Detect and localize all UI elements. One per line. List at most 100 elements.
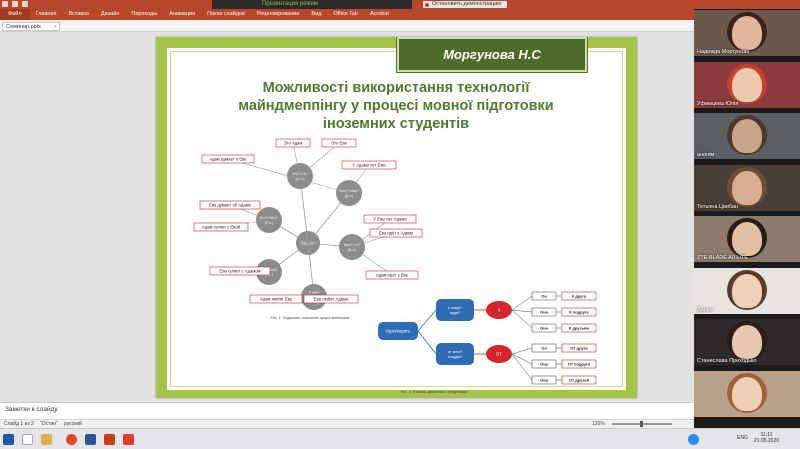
stop-icon	[425, 2, 429, 7]
notes-pane[interactable]: Заметки к слайду	[0, 402, 694, 419]
ribbon-tab[interactable]: Office Tab	[333, 11, 358, 17]
opera-icon[interactable]	[66, 434, 77, 445]
search-icon[interactable]	[22, 434, 33, 445]
ribbon-tab[interactable]: Показ слайдов	[207, 11, 245, 17]
phrase-box	[561, 291, 597, 301]
slide-border-top	[156, 37, 637, 48]
participant-name: Уфимцева Юлія	[697, 100, 739, 107]
zoom-slider-thumb[interactable]	[640, 421, 643, 427]
participant-face	[732, 376, 762, 411]
phrase-text: От друзей	[569, 378, 589, 383]
ribbon-tab[interactable]: Главная	[35, 11, 57, 17]
ribbon-tab[interactable]: Вставка	[68, 11, 89, 17]
phrase-box	[561, 343, 597, 353]
stop-sharing-button[interactable]: Остановить демонстрацию	[423, 1, 508, 8]
participant-tile[interactable]: Станислава Приходько	[694, 319, 800, 365]
phrase-text: К подруге	[569, 310, 589, 315]
question-bubble-to	[436, 299, 474, 321]
participant-face	[732, 119, 762, 153]
start-icon[interactable]	[3, 434, 14, 445]
case-node-label: Кого? Чего?	[260, 216, 278, 220]
example-box	[201, 154, 255, 164]
slide[interactable]: Моргунова Н.С Можливості використання те…	[156, 37, 637, 398]
document-tab-strip: Семинар.pptx ×	[0, 20, 694, 32]
keyboard-language[interactable]: ENG	[737, 435, 748, 441]
ribbon-tab[interactable]: Файл	[0, 9, 30, 20]
branch-line	[417, 309, 437, 332]
pronoun-text: Она	[540, 362, 549, 367]
example-box	[365, 270, 419, 280]
pronoun-text: Они	[540, 326, 549, 331]
acrobat-icon[interactable]	[123, 434, 134, 445]
participant-tile[interactable]: Надежда Моргунова	[694, 10, 800, 56]
ribbon-tab[interactable]: Анимация	[169, 11, 196, 17]
participant-tile[interactable]: анонім	[694, 113, 800, 159]
figure1-caption: Рис. 1. Падежные окончания существительн…	[271, 316, 350, 320]
undo-icon[interactable]	[12, 1, 18, 7]
slide-border-right	[626, 37, 637, 398]
language-indicator[interactable]: русский	[64, 421, 82, 427]
figure2-caption: Рис. 2. Глаголы движения с предлогами	[401, 390, 468, 394]
example-text: Это Адам	[284, 141, 303, 146]
ribbon-tab[interactable]: Вид	[311, 11, 322, 17]
zoom-level[interactable]: 120%	[592, 421, 605, 427]
example-text: У Адама нет Евы	[352, 163, 385, 168]
phrase-box	[561, 375, 597, 385]
slide-border-left	[156, 37, 167, 398]
document-tab[interactable]: Семинар.pptx ×	[2, 22, 60, 31]
example-connector	[351, 246, 393, 276]
example-text: Ева идёт к Адаму	[379, 231, 414, 236]
ribbon-tabs: Файл Главная Вставка Дизайн Переходы Анимация…	[0, 9, 694, 20]
phrase-connector	[511, 295, 533, 311]
participant-face	[732, 325, 762, 359]
zoom-app-icon[interactable]	[688, 434, 699, 445]
participant-tile[interactable]: Дарья	[694, 267, 800, 314]
case-node-label: (Р. п.)	[265, 221, 273, 225]
participant-tile[interactable]: Тетьяна Цвибан	[694, 164, 800, 211]
notes-placeholder: Заметки к слайду	[5, 406, 58, 413]
example-text: Адам думает о Еве	[209, 157, 247, 162]
example-connector	[348, 164, 370, 194]
close-tab-icon[interactable]: ×	[53, 24, 57, 30]
participant-tile[interactable]: ZTE BLADE A0 LITE	[694, 216, 800, 262]
author-name-box: Моргунова Н.С	[396, 37, 588, 73]
participant-tile[interactable]	[694, 370, 800, 417]
stop-sharing-label: Остановить демонстрацию	[432, 1, 502, 7]
phrase-text: К другу	[572, 294, 587, 299]
quick-access-toolbar	[2, 1, 28, 7]
verb-root-bubble	[378, 322, 418, 340]
question-label: куда?	[450, 311, 460, 315]
file-explorer-icon[interactable]	[41, 434, 52, 445]
example-box	[275, 138, 311, 148]
ribbon-tab[interactable]: Acrobat	[369, 11, 389, 17]
ribbon-tab[interactable]: Переходы	[131, 11, 158, 17]
clock[interactable]: 11:11 21.05.2020	[754, 432, 779, 444]
participant-face	[732, 170, 762, 205]
participant-tile[interactable]: Уфимцева Юлія	[694, 61, 800, 108]
phrase-text: От друга	[570, 346, 588, 351]
zoom-slider[interactable]	[612, 421, 672, 427]
example-box	[369, 228, 423, 238]
example-box	[209, 266, 271, 276]
ribbon-tab[interactable]: Дизайн	[100, 11, 120, 17]
phrase-connector	[511, 309, 533, 329]
powerpoint-icon[interactable]	[104, 434, 115, 445]
preposition-label: ОТ	[496, 352, 502, 357]
slide-title-line: іноземних студентів	[322, 116, 470, 132]
redo-icon[interactable]	[22, 1, 28, 7]
word-icon[interactable]	[85, 434, 96, 445]
ribbon-tab[interactable]: Рецензирование	[256, 11, 300, 17]
question-label: к кому?	[448, 306, 461, 310]
example-text: Адам любит Еву	[260, 297, 293, 302]
screen-share-bar	[212, 0, 412, 9]
slide-counter: Слайд 1 из 2	[4, 421, 34, 427]
example-text: Адам идёт к Еве	[376, 273, 409, 278]
verb-root-label: Идти/ходить	[386, 329, 411, 334]
status-bar: Слайд 1 из 2 "Остин" русский 120%	[0, 419, 694, 428]
pronoun-text: Она	[540, 310, 549, 315]
save-icon[interactable]	[2, 1, 8, 7]
clock-date: 21.05.2020	[754, 438, 780, 444]
phrase-connector	[511, 353, 533, 365]
participant-name: Дарья	[697, 306, 713, 313]
example-text: Ева гуляет с Адамом	[220, 269, 261, 274]
